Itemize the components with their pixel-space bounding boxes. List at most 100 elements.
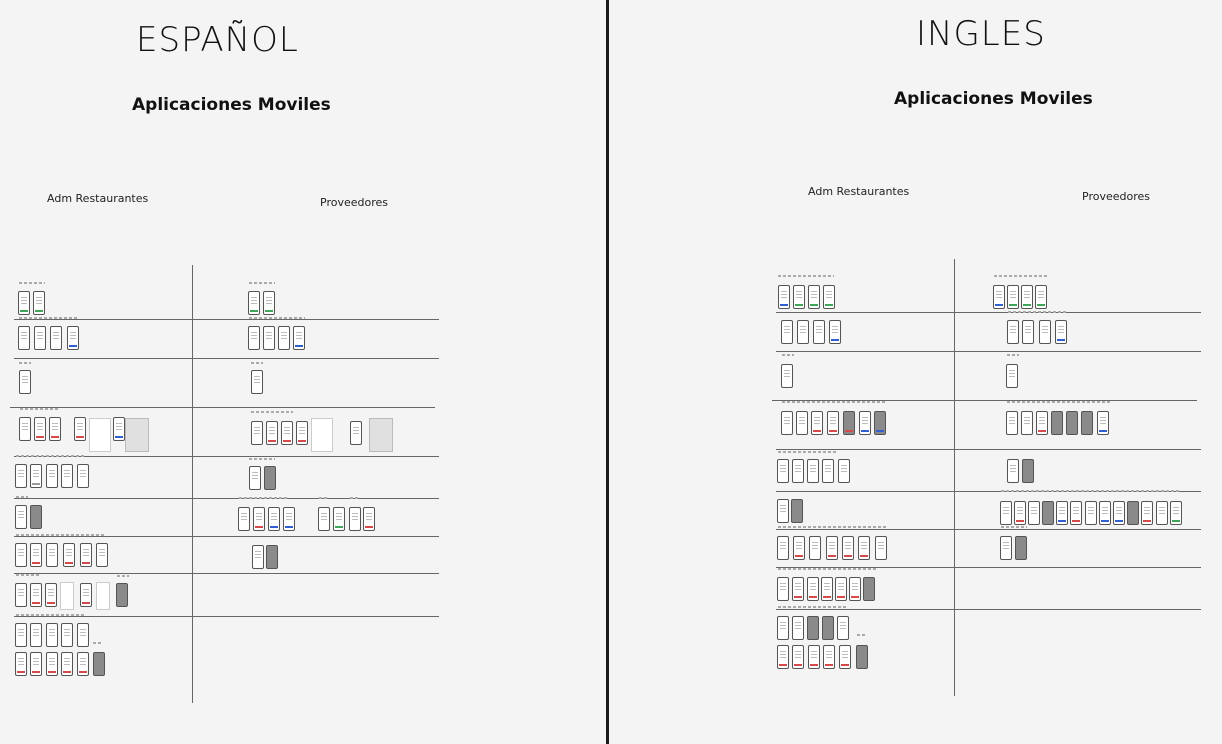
screen-thumbnail[interactable] — [61, 623, 73, 647]
screen-thumbnail[interactable] — [863, 577, 875, 601]
screen-thumbnail[interactable] — [249, 466, 261, 490]
screen-thumbnail[interactable] — [1022, 459, 1034, 483]
screen-thumbnail[interactable] — [15, 543, 27, 567]
screen-thumbnail[interactable] — [63, 543, 75, 567]
screen-thumbnail[interactable] — [777, 577, 789, 601]
screen-thumbnail[interactable] — [30, 583, 42, 607]
screen-thumbnail[interactable] — [839, 645, 851, 669]
screen-thumbnail[interactable] — [61, 464, 73, 488]
screen-thumbnail[interactable] — [293, 326, 305, 350]
screen-thumbnail[interactable] — [15, 652, 27, 676]
screen-thumbnail[interactable] — [283, 507, 295, 531]
screen-thumbnail[interactable] — [19, 370, 31, 394]
screen-thumbnail[interactable] — [96, 543, 108, 567]
screen-thumbnail[interactable] — [349, 507, 361, 531]
screen-thumbnail[interactable] — [822, 616, 834, 640]
screen-thumbnail[interactable] — [792, 616, 804, 640]
screen-thumbnail[interactable] — [363, 507, 375, 531]
screen-thumbnail[interactable] — [18, 291, 30, 315]
screen-thumbnail[interactable] — [777, 536, 789, 560]
screen-thumbnail[interactable] — [34, 326, 46, 350]
screen-thumbnail[interactable] — [77, 464, 89, 488]
screen-thumbnail[interactable] — [46, 623, 58, 647]
screen-thumbnail[interactable] — [777, 459, 789, 483]
screen-thumbnail[interactable] — [49, 417, 61, 441]
screen-thumbnail[interactable] — [849, 577, 861, 601]
screen-thumbnail[interactable] — [296, 421, 308, 445]
screen-thumbnail[interactable] — [778, 285, 790, 309]
screen-thumbnail[interactable] — [1081, 411, 1093, 435]
screen-thumbnail[interactable] — [248, 326, 260, 350]
screen-thumbnail[interactable] — [30, 505, 42, 529]
screen-thumbnail[interactable] — [263, 326, 275, 350]
screen-thumbnail[interactable] — [827, 411, 839, 435]
screen-thumbnail[interactable] — [15, 464, 27, 488]
screen-thumbnail[interactable] — [781, 320, 793, 344]
screen-thumbnail[interactable] — [46, 543, 58, 567]
screen-thumbnail[interactable] — [829, 320, 841, 344]
screen-thumbnail[interactable] — [808, 645, 820, 669]
screen-thumbnail[interactable] — [264, 466, 276, 490]
screen-thumbnail[interactable] — [807, 459, 819, 483]
screen-thumbnail[interactable] — [80, 583, 92, 607]
screen-thumbnail[interactable] — [125, 418, 149, 452]
screen-thumbnail[interactable] — [1066, 411, 1078, 435]
screen-thumbnail[interactable] — [1127, 501, 1139, 525]
screen-thumbnail[interactable] — [1042, 501, 1054, 525]
screen-thumbnail[interactable] — [278, 326, 290, 350]
screen-thumbnail[interactable] — [807, 577, 819, 601]
screen-thumbnail[interactable] — [1099, 501, 1111, 525]
screen-thumbnail[interactable] — [1007, 285, 1019, 309]
screen-thumbnail[interactable] — [67, 326, 79, 350]
screen-thumbnail[interactable] — [1022, 320, 1034, 344]
screen-thumbnail[interactable] — [248, 291, 260, 315]
screen-thumbnail[interactable] — [1028, 501, 1040, 525]
screen-thumbnail[interactable] — [238, 507, 250, 531]
screen-thumbnail[interactable] — [1156, 501, 1168, 525]
screen-thumbnail[interactable] — [15, 505, 27, 529]
screen-thumbnail[interactable] — [793, 536, 805, 560]
screen-thumbnail[interactable] — [113, 417, 125, 441]
screen-thumbnail[interactable] — [875, 536, 887, 560]
screen-thumbnail[interactable] — [80, 543, 92, 567]
screen-thumbnail[interactable] — [1035, 285, 1047, 309]
screen-thumbnail[interactable] — [1051, 411, 1063, 435]
screen-thumbnail[interactable] — [823, 645, 835, 669]
screen-thumbnail[interactable] — [311, 418, 333, 452]
screen-thumbnail[interactable] — [811, 411, 823, 435]
screen-thumbnail[interactable] — [1006, 411, 1018, 435]
screen-thumbnail[interactable] — [791, 499, 803, 523]
screen-thumbnail[interactable] — [826, 536, 838, 560]
screen-thumbnail[interactable] — [1000, 501, 1012, 525]
screen-thumbnail[interactable] — [821, 577, 833, 601]
screen-thumbnail[interactable] — [1007, 320, 1019, 344]
screen-thumbnail[interactable] — [781, 411, 793, 435]
screen-thumbnail[interactable] — [1141, 501, 1153, 525]
screen-thumbnail[interactable] — [93, 652, 105, 676]
screen-thumbnail[interactable] — [77, 623, 89, 647]
screen-thumbnail[interactable] — [96, 582, 110, 610]
screen-thumbnail[interactable] — [116, 583, 128, 607]
screen-thumbnail[interactable] — [874, 411, 886, 435]
screen-thumbnail[interactable] — [1000, 536, 1012, 560]
screen-thumbnail[interactable] — [1015, 536, 1027, 560]
screen-thumbnail[interactable] — [253, 507, 265, 531]
screen-thumbnail[interactable] — [777, 645, 789, 669]
screen-thumbnail[interactable] — [1056, 501, 1068, 525]
screen-thumbnail[interactable] — [823, 285, 835, 309]
screen-thumbnail[interactable] — [30, 543, 42, 567]
screen-thumbnail[interactable] — [46, 652, 58, 676]
screen-thumbnail[interactable] — [252, 545, 264, 569]
screen-thumbnail[interactable] — [793, 285, 805, 309]
screen-thumbnail[interactable] — [15, 623, 27, 647]
screen-thumbnail[interactable] — [34, 417, 46, 441]
screen-thumbnail[interactable] — [781, 364, 793, 388]
screen-thumbnail[interactable] — [1113, 501, 1125, 525]
screen-thumbnail[interactable] — [842, 536, 854, 560]
screen-thumbnail[interactable] — [792, 577, 804, 601]
screen-thumbnail[interactable] — [809, 536, 821, 560]
screen-thumbnail[interactable] — [856, 645, 868, 669]
screen-thumbnail[interactable] — [268, 507, 280, 531]
screen-thumbnail[interactable] — [777, 616, 789, 640]
screen-thumbnail[interactable] — [74, 417, 86, 441]
